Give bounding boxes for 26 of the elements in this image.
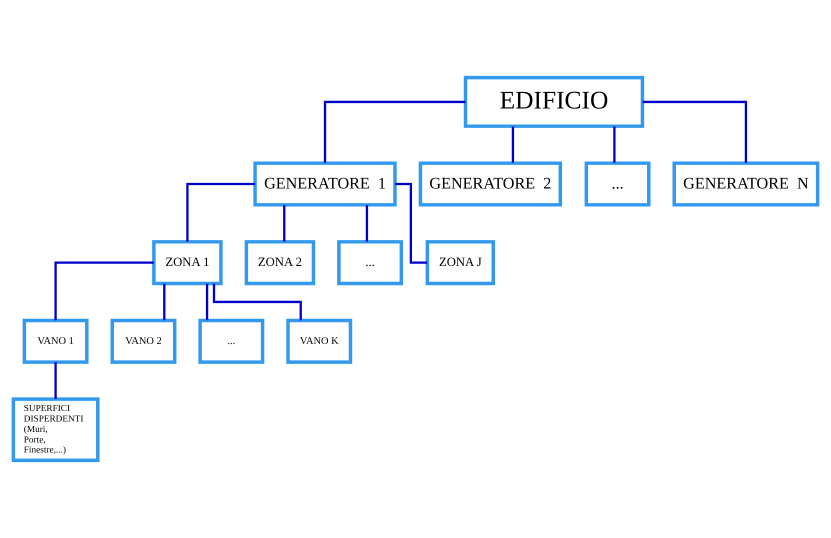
connector [613,126,616,163]
node-box: ZONA J [426,240,495,286]
connector [206,284,208,320]
connector [512,126,514,163]
node-box: GENERATORE N [672,161,820,207]
node-box: ZONA 1 [152,240,223,286]
node-box: VANO 1 [22,318,89,364]
node-box: SUPERFICI DISPERDENTI (Muri, Porte, Finestre,...) [12,397,100,462]
node-box: VANO 2 [110,318,176,364]
node-box: GENERATORE 2 [418,161,562,207]
connector [54,362,57,399]
node-box: GENERATORE 1 [253,161,397,207]
connector [642,100,748,163]
node-box: ... [198,318,264,364]
node-box: ZONA 2 [244,240,316,286]
connector [54,261,154,320]
connector [324,100,466,163]
connector [366,205,368,242]
node-box: VANO K [286,318,352,364]
node-box: EDIFICIO [464,76,644,128]
node-box: ... [584,161,651,207]
connector [283,205,286,242]
connector [212,284,302,320]
connector [186,182,255,242]
connector [163,284,166,320]
node-box: ... [337,240,404,286]
